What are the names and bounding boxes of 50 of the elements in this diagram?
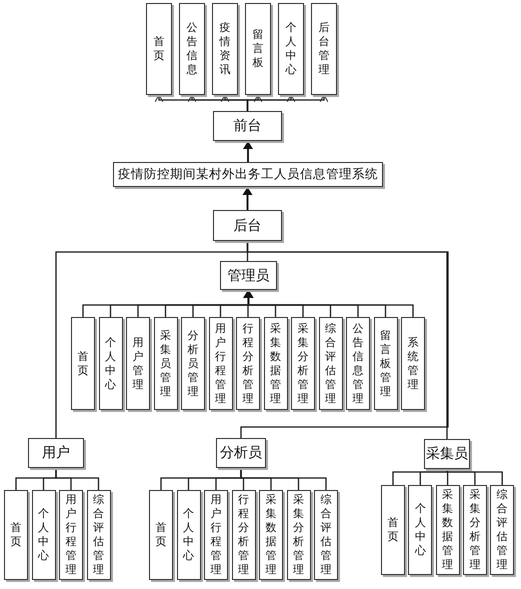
menu-item-box: 采集数据管理 xyxy=(436,485,460,575)
menu-item-box: 行程分析管理 xyxy=(232,490,256,580)
connector-arrow xyxy=(243,141,253,162)
menu-item-box: 个人中心 xyxy=(278,3,304,95)
menu-item-box: 个人中心 xyxy=(98,317,122,410)
system-title-box: 疫情防控期间某村外出务工人员信息管理系统 xyxy=(113,162,383,187)
menu-item-box: 公告信息管理 xyxy=(346,317,370,410)
menu-item-box: 首页 xyxy=(149,490,173,580)
menu-item-box: 首页 xyxy=(381,485,405,575)
menu-item-box: 首页 xyxy=(4,490,28,580)
menu-item-box: 个人中心 xyxy=(176,490,200,580)
menu-item-box: 采集分析管理 xyxy=(286,490,310,580)
menu-item-box: 分析员管理 xyxy=(181,317,205,410)
menu-item-box: 公告信息 xyxy=(179,3,205,95)
role-box: 前台 xyxy=(213,111,282,141)
menu-item-box: 行程分析管理 xyxy=(236,317,260,410)
menu-item-box: 系统管理 xyxy=(401,317,425,410)
menu-item-box: 用户行程管理 xyxy=(59,490,83,580)
menu-item-box: 个人中心 xyxy=(32,490,56,580)
menu-item-box: 疫情资讯 xyxy=(212,3,238,95)
menu-item-box: 用户管理 xyxy=(126,317,150,410)
menu-item-box: 采集数据管理 xyxy=(264,317,288,410)
connector-line xyxy=(240,468,327,490)
connector-arrow xyxy=(246,94,328,111)
menu-item-box: 后台管理 xyxy=(311,3,337,95)
connector-line xyxy=(55,468,100,490)
role-box: 管理员 xyxy=(220,261,277,290)
menu-item-box: 综合评估管理 xyxy=(86,490,110,580)
menu-item-box: 留言板 xyxy=(245,3,271,95)
connector-line xyxy=(420,469,448,485)
menu-item-box: 采集员管理 xyxy=(154,317,178,410)
role-box: 分析员 xyxy=(216,438,266,468)
menu-item-box: 采集分析管理 xyxy=(462,485,487,575)
menu-item-box: 个人中心 xyxy=(408,485,432,575)
menu-item-box: 综合评估管理 xyxy=(490,485,514,575)
role-box: 采集员 xyxy=(424,439,470,469)
connector-line xyxy=(446,469,503,485)
menu-item-box: 综合评估管理 xyxy=(318,317,342,410)
menu-item-box: 采集数据管理 xyxy=(259,490,283,580)
menu-item-box: 留言板管理 xyxy=(374,317,398,410)
connector-arrow xyxy=(242,187,252,210)
menu-item-box: 用户行程管理 xyxy=(208,317,232,410)
connector-line xyxy=(446,469,448,485)
menu-item-box: 用户行程管理 xyxy=(204,490,228,580)
menu-item-box: 采集分析管理 xyxy=(291,317,315,410)
role-box: 后台 xyxy=(213,210,282,241)
menu-item-box: 首页 xyxy=(71,317,95,410)
role-box: 用户 xyxy=(28,438,84,468)
menu-item-box: 综合评估管理 xyxy=(314,490,338,580)
menu-item-box: 首页 xyxy=(146,3,172,95)
